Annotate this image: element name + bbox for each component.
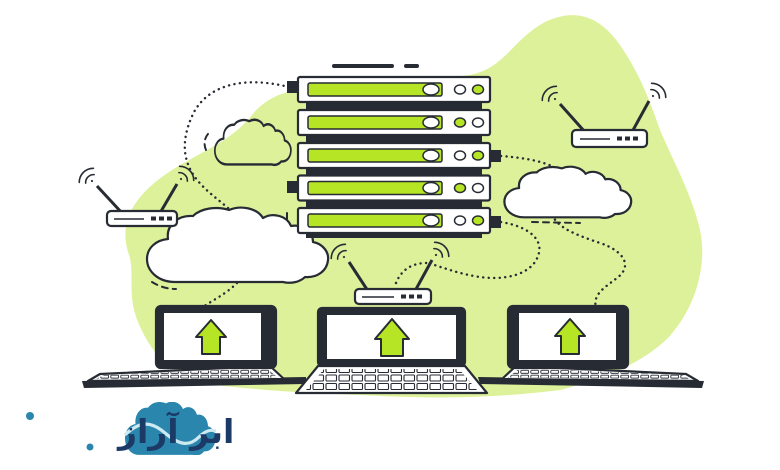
router-led: [417, 294, 422, 299]
rack-spacer: [306, 135, 482, 144]
unit-light: [471, 182, 485, 194]
rack-connector-tab: [287, 181, 299, 193]
unit-light: [471, 117, 485, 128]
server-bar: [307, 82, 443, 97]
unit-light: [471, 150, 485, 161]
server-unit: [296, 75, 492, 104]
unit-light: [453, 84, 467, 95]
router-led: [625, 136, 630, 141]
rack-connector-tab: [489, 216, 501, 228]
server-unit: [296, 108, 492, 137]
upload-arrow-icon: [374, 318, 410, 357]
connection-right-cloud-to-laptop: [550, 213, 627, 311]
rack-spacer: [306, 102, 482, 111]
rack-spacer: [306, 200, 482, 209]
server-bar: [307, 180, 443, 196]
unit-light: [453, 182, 467, 194]
logo-accent-dot: [86, 443, 94, 451]
router-led: [617, 136, 622, 141]
rack-top-bar: [404, 64, 419, 68]
rack-top-bar: [332, 64, 394, 68]
rack-spacer: [306, 167, 482, 176]
router-led: [633, 136, 638, 141]
server-bar: [307, 148, 443, 163]
server-unit: [296, 174, 492, 202]
unit-light: [453, 150, 467, 161]
accent-dash-small-cloud: [203, 131, 211, 151]
connection-server-to-left-cloud: [183, 81, 291, 227]
antenna: [413, 259, 434, 292]
server-bar-knob: [422, 116, 440, 129]
router-led: [401, 294, 406, 299]
unit-light: [453, 215, 467, 226]
antenna: [347, 261, 370, 292]
rack-base: [306, 232, 482, 238]
server-unit: [296, 141, 492, 170]
center-router: [327, 238, 453, 306]
logo-accent-dot: [26, 412, 34, 420]
server-bar-knob: [422, 214, 440, 227]
antenna: [558, 103, 587, 133]
antenna: [158, 183, 179, 214]
laptop-keys: [95, 368, 278, 380]
router-led: [151, 216, 156, 221]
wifi-signal-icon: [75, 164, 101, 190]
server-bar: [307, 213, 443, 228]
center-laptop: [294, 306, 489, 395]
unit-light: [453, 117, 467, 128]
upload-arrow-icon: [554, 318, 586, 355]
server-bar-knob: [422, 83, 440, 96]
server-unit: [296, 206, 492, 235]
antenna: [95, 184, 124, 215]
connection-server-to-center-router: [425, 220, 541, 280]
antenna: [630, 100, 651, 133]
laptop-keys: [306, 369, 477, 390]
router-led: [409, 294, 414, 299]
laptop-keys: [508, 368, 691, 380]
router-led: [159, 216, 164, 221]
server-bar-knob: [422, 149, 440, 162]
accent-dash-left-cloud: [151, 281, 177, 290]
router-led: [167, 216, 172, 221]
cloud-icon: [124, 402, 216, 455]
server-bar: [307, 115, 443, 130]
brand-logo: ابر آراز: [26, 402, 234, 455]
rack-connector-tab: [287, 81, 299, 93]
upload-arrow-icon: [195, 319, 227, 355]
right-laptop: [478, 304, 704, 388]
accent-dash-right-cloud: [531, 221, 581, 224]
unit-light: [471, 215, 485, 226]
left-laptop: [82, 304, 306, 388]
unit-light: [471, 84, 485, 95]
right-router: [538, 79, 670, 149]
server-rack: [287, 64, 501, 238]
rack-connector-tab: [489, 150, 501, 162]
server-bar-knob: [422, 181, 440, 195]
logo-text: ابر آراز: [116, 411, 234, 452]
left-router: [75, 162, 198, 228]
